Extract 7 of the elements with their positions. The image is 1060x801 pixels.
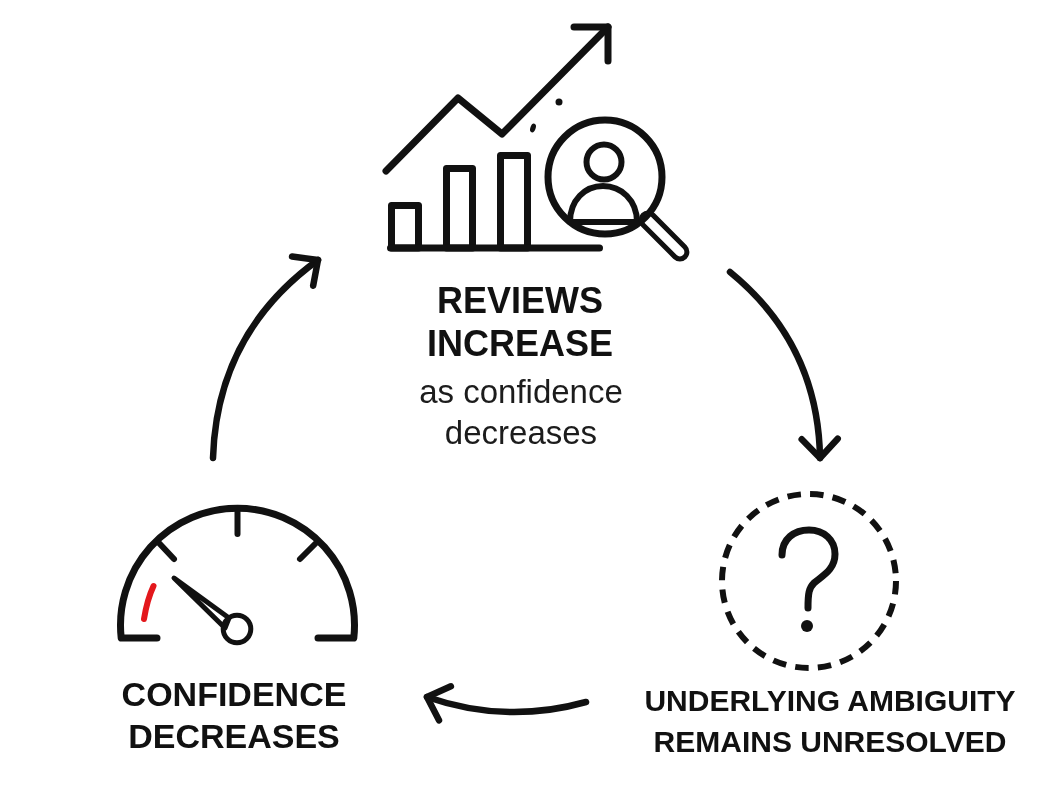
step-description: as confidence decreases [418, 372, 624, 453]
arrow [209, 254, 322, 462]
arrow [423, 682, 590, 724]
arrow [726, 268, 841, 462]
step-heading: CONFIDENCE DECREASES [120, 674, 348, 757]
step-heading: REVIEWS INCREASE [426, 279, 614, 365]
step-heading: UNDERLYING AMBIGUITY REMAINS UNRESOLVED [643, 683, 1017, 760]
